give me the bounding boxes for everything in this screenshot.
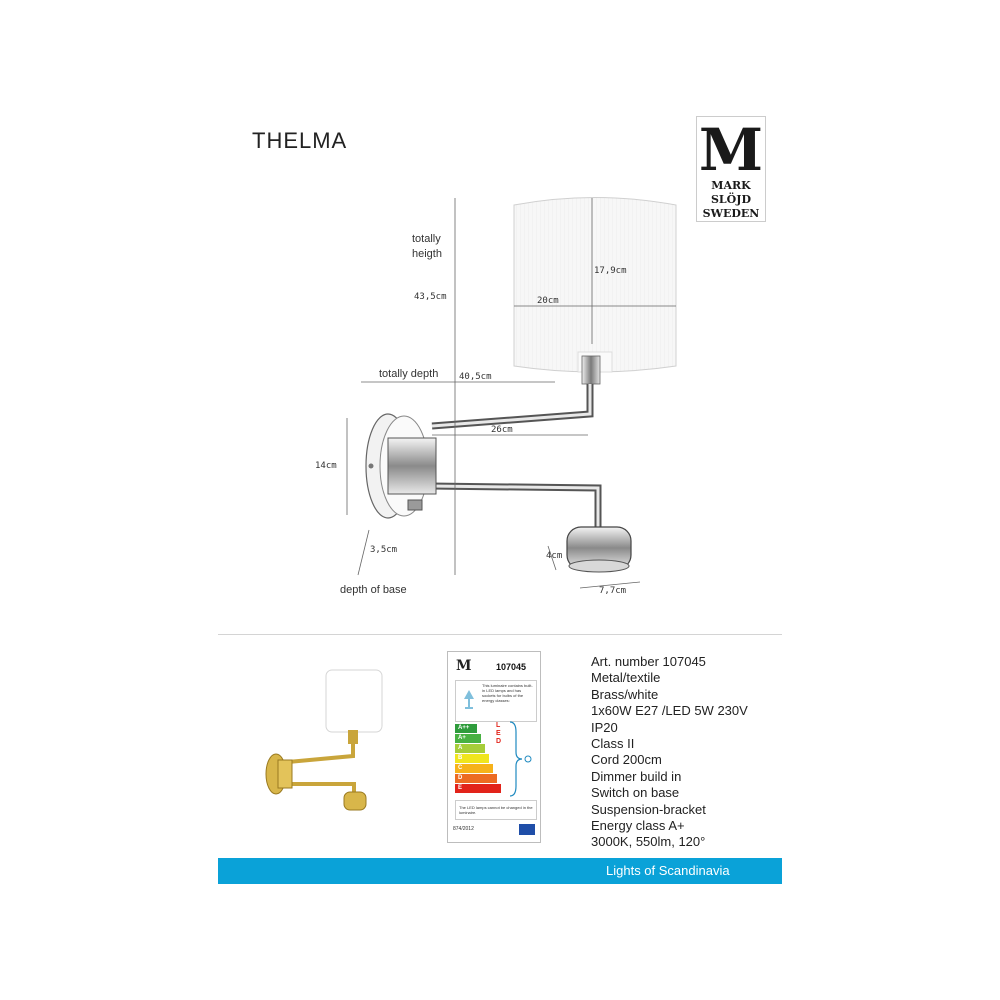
energy-label-regulation: 874/2012 xyxy=(453,826,474,832)
spec-item: Cord 200cm xyxy=(591,752,662,768)
spec-item: 3000K, 550lm, 120° xyxy=(591,834,706,850)
logo-letter: M xyxy=(698,116,764,184)
totally-height-value: 43,5cm xyxy=(414,292,447,302)
energy-label-bottom-note: The LED lamps cannot be changed in the l… xyxy=(455,800,537,820)
lamp-shade xyxy=(513,197,677,373)
specs-list: Art. number 107045 Metal/textile Brass/w… xyxy=(591,654,748,851)
base-depth-value: 3,5cm xyxy=(370,545,398,555)
energy-class-e: E xyxy=(455,784,501,793)
totally-height-label: totally heigth xyxy=(412,233,442,260)
section-divider xyxy=(218,634,782,635)
logo-word-3: SWEDEN xyxy=(702,207,760,220)
logo-word-1: MARK xyxy=(711,179,751,192)
product-photo xyxy=(265,669,383,811)
spec-item: Art. number 107045 xyxy=(591,654,706,669)
shade-width-value: 20cm xyxy=(537,296,559,306)
energy-class-b: B xyxy=(455,754,489,763)
footer-bar: Lights of Scandinavia xyxy=(218,858,782,884)
lamp-socket xyxy=(581,355,601,385)
spec-item: Suspension-bracket xyxy=(591,801,706,817)
footer-text: Lights of Scandinavia xyxy=(606,863,730,878)
energy-label: M 107045 This luminaire contains built-i… xyxy=(447,651,541,843)
spot-height-value: 4cm xyxy=(546,551,563,561)
product-title: THELMA xyxy=(252,128,348,153)
spot-head xyxy=(566,526,632,573)
arm-length-value: 26cm xyxy=(491,425,513,435)
totally-depth-value: 40,5cm xyxy=(459,372,492,382)
energy-label-note: This luminaire contains built-in LED lam… xyxy=(455,680,537,722)
spec-item: IP20 xyxy=(591,719,618,735)
lamp-icon xyxy=(464,690,474,709)
energy-class-ap: A+ xyxy=(455,734,481,743)
totally-depth-label: totally depth xyxy=(379,368,439,380)
spot-width-value: 7,7cm xyxy=(599,586,627,596)
spec-item: Energy class A+ xyxy=(591,818,685,834)
energy-class-a: A xyxy=(455,744,485,753)
logo-word-2: SLÖJD xyxy=(710,193,751,206)
spec-item: 1x60W E27 /LED 5W 230V xyxy=(591,703,748,719)
eu-flag-icon xyxy=(519,824,535,835)
spec-item: Brass/white xyxy=(591,686,659,702)
depth-of-base-label: depth of base xyxy=(340,584,407,596)
energy-class-c: C xyxy=(455,764,493,773)
brand-logo: M MARK SLÖJD SWEDEN xyxy=(696,116,766,222)
wall-base xyxy=(365,413,437,519)
energy-label-logo: M xyxy=(456,658,472,674)
base-height-value: 14cm xyxy=(315,461,337,471)
energy-label-art-number: 107045 xyxy=(496,662,527,672)
spec-item: Switch on base xyxy=(591,785,680,801)
energy-class-app: A++ xyxy=(455,724,477,733)
spec-item: Dimmer build in xyxy=(591,768,682,784)
technical-drawing xyxy=(346,197,677,589)
led-text: LED xyxy=(496,722,502,745)
shade-height-value: 17,9cm xyxy=(594,266,627,276)
spec-item: Class II xyxy=(591,736,635,752)
spec-item: Metal/textile xyxy=(591,670,661,686)
brace-icon xyxy=(509,721,532,797)
energy-class-d: D xyxy=(455,774,497,783)
